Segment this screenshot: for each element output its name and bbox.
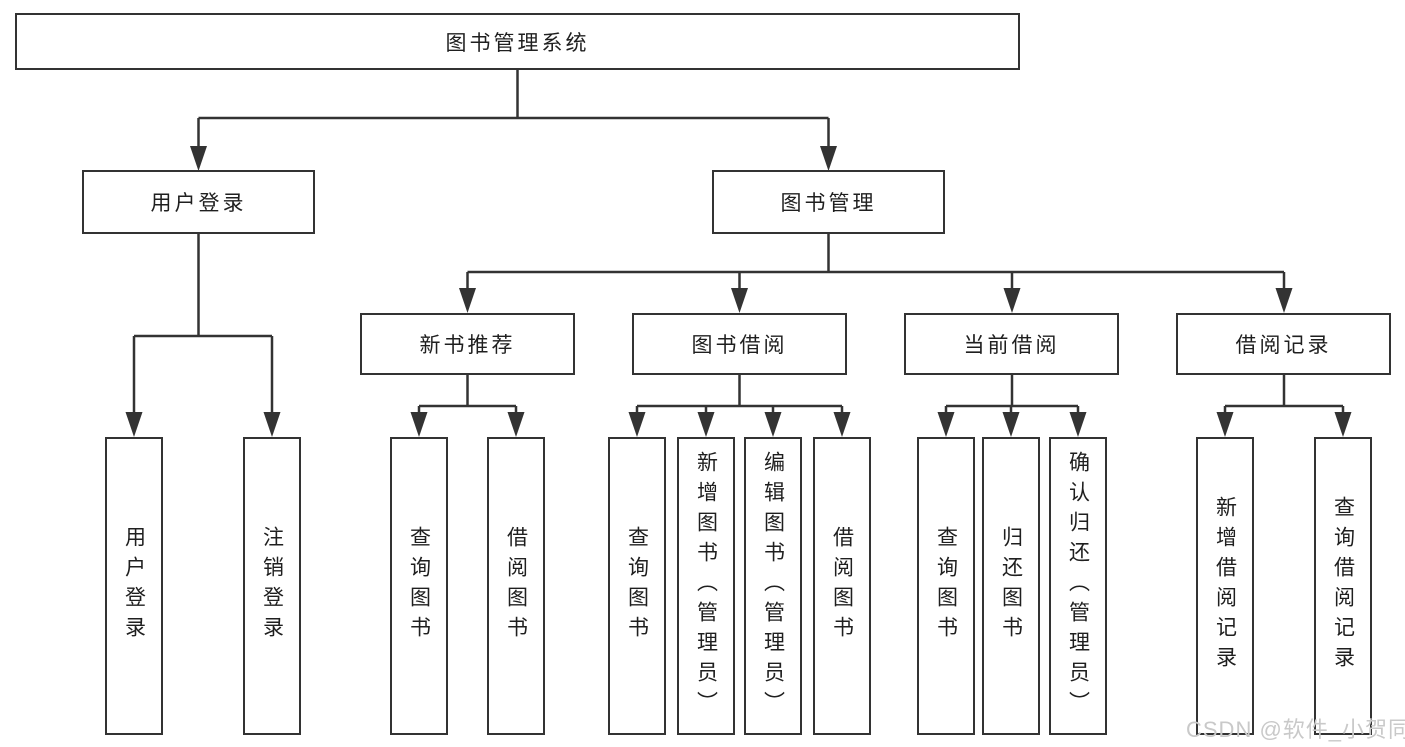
node-logout: 注销登录 [243, 437, 301, 735]
node-label: 图书管理系统 [445, 31, 590, 55]
node-label: 新增图书（管理员） [694, 451, 718, 721]
node-label: 借阅记录 [1235, 334, 1332, 357]
csdn-watermark: CSDN @软件_小贺同学 [1186, 717, 1405, 742]
node-confirm-return-admin: 确认归还（管理员） [1049, 437, 1107, 735]
node-return-books: 归还图书 [982, 437, 1040, 735]
arrowheads [125, 146, 1352, 437]
node-label: 确认归还（管理员） [1066, 451, 1090, 721]
node-label: 借阅图书 [830, 526, 854, 646]
node-current-borrowing: 当前借阅 [904, 313, 1119, 375]
node-query-borrow-record: 查询借阅记录 [1314, 437, 1372, 735]
node-book-borrowing: 图书借阅 [632, 313, 847, 375]
node-label: 借阅图书 [504, 526, 528, 646]
node-user-login-leaf: 用户登录 [105, 437, 163, 735]
node-borrow-books-newbooks: 借阅图书 [487, 437, 545, 735]
node-book-management-branch: 图书管理 [712, 170, 945, 234]
node-label: 用户登录 [122, 526, 146, 646]
node-user-login-branch: 用户登录 [82, 170, 315, 234]
node-label: 用户登录 [150, 192, 247, 215]
node-query-books-borrowing: 查询图书 [608, 437, 666, 735]
node-label: 图书借阅 [691, 334, 788, 357]
node-borrow-books-borrowing: 借阅图书 [813, 437, 871, 735]
node-label: 当前借阅 [963, 334, 1060, 357]
node-label: 图书管理 [780, 192, 877, 215]
node-new-book-recommendation: 新书推荐 [360, 313, 575, 375]
node-label: 查询借阅记录 [1331, 496, 1355, 676]
node-add-books-admin: 新增图书（管理员） [677, 437, 735, 735]
node-label: 查询图书 [625, 526, 649, 646]
node-query-books-current: 查询图书 [917, 437, 975, 735]
node-label: 查询图书 [407, 526, 431, 646]
node-label: 归还图书 [999, 526, 1023, 646]
node-edit-books-admin: 编辑图书（管理员） [744, 437, 802, 735]
node-label: 新增借阅记录 [1213, 496, 1237, 676]
node-label: 注销登录 [260, 526, 284, 646]
node-add-borrow-record: 新增借阅记录 [1196, 437, 1254, 735]
node-label: 查询图书 [934, 526, 958, 646]
connector-stems [132, 69, 1345, 421]
node-borrowing-records: 借阅记录 [1176, 313, 1391, 375]
node-query-books-newbooks: 查询图书 [390, 437, 448, 735]
node-library-management-system: 图书管理系统 [15, 13, 1020, 70]
node-label: 新书推荐 [419, 334, 516, 357]
node-label: 编辑图书（管理员） [761, 451, 785, 721]
